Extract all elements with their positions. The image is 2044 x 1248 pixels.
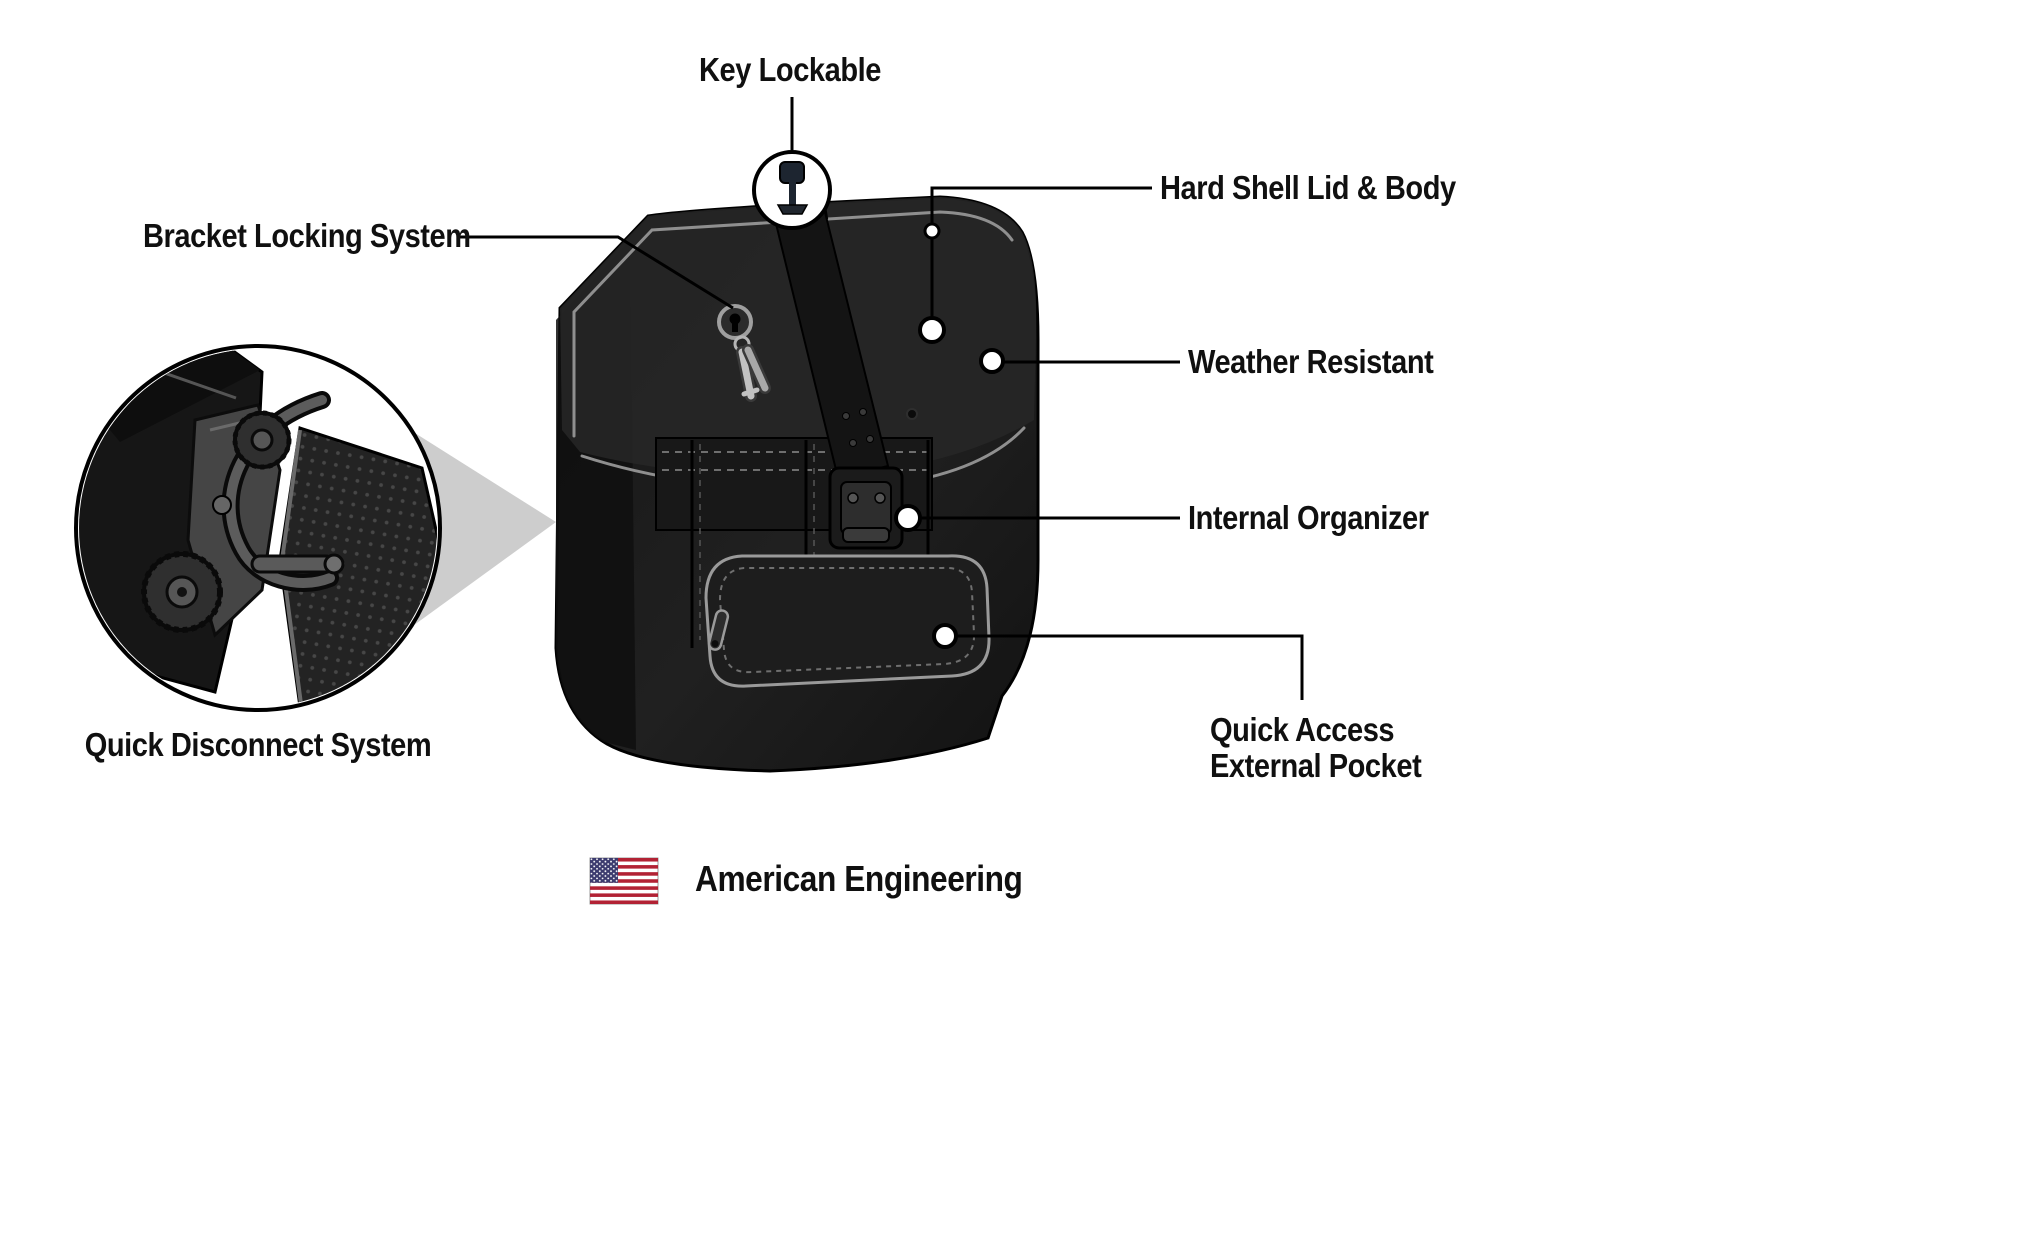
callout-lines	[460, 186, 1304, 700]
callout-label-key-lockable: Key Lockable	[699, 51, 881, 88]
buckle-graphic	[828, 466, 904, 550]
callout-label-hard-shell-lid-body: Hard Shell Lid & Body	[1160, 169, 1456, 206]
key-badge	[752, 97, 832, 230]
footer-american-engineering: American Engineering	[695, 858, 1023, 899]
quick-disconnect-inset	[74, 344, 442, 712]
callout-markers	[894, 222, 1005, 649]
callout-label-bracket-locking-system: Bracket Locking System	[142, 217, 471, 254]
keyhole-icon	[717, 304, 771, 402]
zipper-pull-icon	[707, 609, 730, 651]
us-flag-icon	[589, 857, 659, 905]
callout-label-weather-resistant: Weather Resistant	[1188, 343, 1434, 380]
external-pocket-graphic	[704, 554, 991, 688]
key-icon	[776, 161, 809, 215]
callout-label-quick-access-external-pocket: Quick Access External Pocket	[1210, 711, 1422, 784]
saddlebag-illustration	[554, 191, 1040, 773]
callout-label-internal-organizer: Internal Organizer	[1188, 499, 1429, 536]
callout-label-quick-disconnect-system: Quick Disconnect System	[84, 726, 432, 763]
